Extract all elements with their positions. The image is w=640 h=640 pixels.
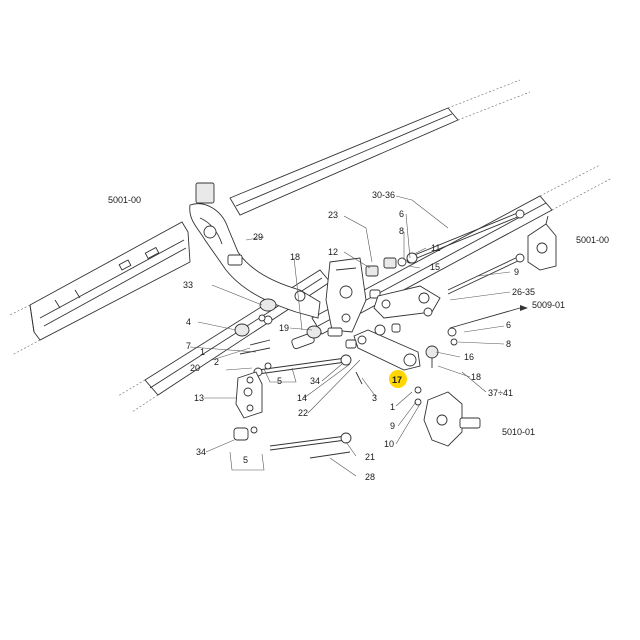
lower-left-bracket bbox=[233, 371, 263, 441]
callout-8-right: 8 bbox=[506, 339, 511, 349]
steering-knuckle bbox=[414, 386, 481, 447]
drag-link-rod bbox=[406, 209, 525, 264]
callout-11: 11 bbox=[431, 243, 440, 253]
lower-rod bbox=[269, 432, 352, 459]
steering-arm bbox=[353, 323, 421, 371]
ball-joints bbox=[425, 327, 458, 368]
callout-9-lower: 9 bbox=[390, 421, 395, 431]
callout-5-lower: 5 bbox=[243, 455, 248, 465]
callout-3: 3 bbox=[372, 393, 377, 403]
highlight-marker bbox=[389, 370, 407, 388]
callout-19: 19 bbox=[279, 323, 289, 333]
callout-15: 15 bbox=[430, 262, 440, 272]
callout-30-36: 30-36 bbox=[372, 190, 395, 200]
lower-linkage-rods bbox=[239, 339, 363, 385]
callout-6-right: 6 bbox=[506, 320, 511, 330]
callout-21: 21 bbox=[365, 452, 375, 462]
ref-5009-01: 5009-01 bbox=[532, 300, 565, 310]
callout-26-35: 26-35 bbox=[512, 287, 535, 297]
callout-6-top: 6 bbox=[399, 209, 404, 219]
leader-lines bbox=[189, 195, 511, 477]
callout-18-top: 18 bbox=[290, 252, 300, 262]
callout-9-right: 9 bbox=[514, 267, 519, 277]
callout-22: 22 bbox=[298, 408, 308, 418]
callout-16: 16 bbox=[464, 352, 474, 362]
callout-1-left: 1 bbox=[200, 347, 205, 357]
bell-crank-upper bbox=[373, 285, 441, 319]
callout-37-41: 37÷41 bbox=[488, 388, 513, 398]
callout-5-upper: 5 bbox=[277, 376, 282, 386]
callout-12: 12 bbox=[328, 247, 338, 257]
callout-34-upper: 34 bbox=[310, 376, 320, 386]
upper-frame-rail bbox=[229, 79, 613, 335]
callout-17-highlight: 17 bbox=[389, 370, 407, 388]
swing-arm-bracket bbox=[189, 182, 321, 319]
callout-18-right: 18 bbox=[471, 372, 481, 382]
callout-20: 20 bbox=[190, 363, 200, 373]
ref-5010-01: 5010-01 bbox=[502, 427, 535, 437]
callout-33: 33 bbox=[183, 280, 193, 290]
ref-5001-00-right: 5001-00 bbox=[576, 235, 609, 245]
callout-17: 17 bbox=[392, 375, 402, 385]
callout-13: 13 bbox=[194, 393, 204, 403]
center-pins bbox=[291, 325, 343, 350]
callout-4: 4 bbox=[186, 317, 191, 327]
right-frame-bracket bbox=[527, 215, 557, 271]
callout-8-top: 8 bbox=[399, 226, 404, 236]
tie-rod bbox=[447, 253, 528, 329]
callout-28: 28 bbox=[365, 472, 375, 482]
callout-1-right: 1 bbox=[390, 402, 395, 412]
callout-7: 7 bbox=[186, 341, 191, 351]
callout-10: 10 bbox=[384, 439, 394, 449]
callout-2: 2 bbox=[214, 357, 219, 367]
callout-14: 14 bbox=[297, 393, 307, 403]
callout-29: 29 bbox=[253, 232, 263, 242]
callout-34-lower: 34 bbox=[196, 447, 206, 457]
callout-23: 23 bbox=[328, 210, 338, 220]
ref-5001-00-left: 5001-00 bbox=[108, 195, 141, 205]
